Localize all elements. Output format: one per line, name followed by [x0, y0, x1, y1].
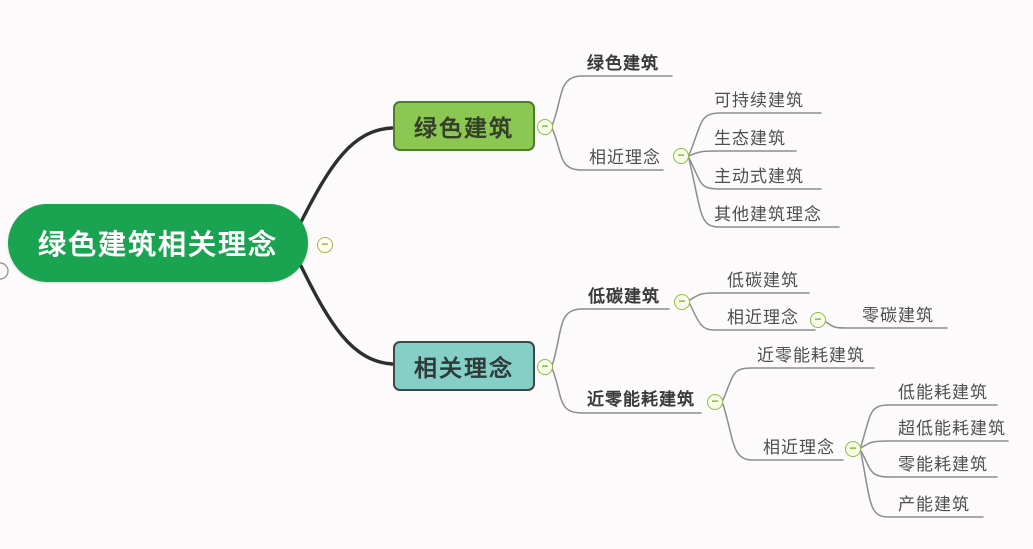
node-zero-carbon-building[interactable]: 零碳建筑	[862, 306, 934, 325]
node-sustainable-building[interactable]: 可持续建筑	[714, 91, 804, 110]
edge-low-carbon-def	[689, 292, 810, 301]
root-node[interactable]: 绿色建筑相关理念	[8, 204, 308, 282]
edge-low-carbon-similar	[689, 303, 816, 331]
edge-nz-similar-item-3	[860, 450, 998, 478]
node-zero-energy-building[interactable]: 零能耗建筑	[898, 455, 988, 474]
collapse-icon-related[interactable]: −	[537, 359, 553, 375]
node-near-zero-definition[interactable]: 近零能耗建筑	[757, 346, 865, 365]
node-other-building-concepts[interactable]: 其他建筑理念	[714, 205, 822, 224]
green-building-label: 绿色建筑	[414, 115, 514, 141]
root-edges	[299, 126, 394, 366]
node-low-energy-building[interactable]: 低能耗建筑	[898, 383, 988, 402]
edge-nz-similar-item-4	[860, 452, 984, 518]
edge-green-building-def	[551, 75, 673, 127]
node-near-zero-similar[interactable]: 相近理念	[763, 438, 835, 457]
edge-nz-similar-item-1	[860, 404, 998, 447]
node-near-zero-energy-building[interactable]: 近零能耗建筑	[587, 390, 695, 409]
node-green-building-definition[interactable]: 绿色建筑	[587, 54, 659, 73]
node-related-concepts[interactable]: 相关理念	[393, 341, 535, 391]
edge-root-to-green-building	[299, 126, 394, 224]
node-low-carbon-similar[interactable]: 相近理念	[727, 308, 799, 327]
edge-near-zero	[551, 367, 702, 414]
edge-near-zero-def	[722, 367, 875, 401]
root-label: 绿色建筑相关理念	[37, 229, 278, 260]
edge-similar-item-1	[688, 112, 822, 156]
edge-near-zero-similar	[722, 403, 844, 461]
related-concepts-label: 相关理念	[414, 355, 514, 381]
branch-edges	[551, 75, 1009, 518]
node-active-building[interactable]: 主动式建筑	[714, 167, 804, 186]
collapse-icon-low-carbon[interactable]: −	[674, 294, 690, 310]
edge-zero-carbon	[825, 321, 948, 329]
node-low-carbon-definition[interactable]: 低碳建筑	[727, 271, 799, 290]
collapse-icon-green-similar[interactable]: −	[673, 148, 689, 164]
collapse-icon-near-zero[interactable]: −	[707, 394, 723, 410]
collapse-icon-low-carbon-similar[interactable]: −	[810, 312, 826, 328]
node-green-similar-concepts[interactable]: 相近理念	[589, 148, 661, 167]
node-ultra-low-energy-building[interactable]: 超低能耗建筑	[898, 419, 1006, 438]
node-energy-producing-building[interactable]: 产能建筑	[898, 495, 970, 514]
node-low-carbon-building[interactable]: 低碳建筑	[588, 287, 660, 306]
collapse-icon-root[interactable]: −	[317, 237, 333, 253]
edge-similar-item-4	[688, 158, 840, 228]
edge-low-carbon	[551, 308, 670, 367]
edge-similar-item-3	[688, 157, 822, 190]
node-green-building[interactable]: 绿色建筑	[393, 101, 535, 151]
edge-nz-similar-item-2	[860, 440, 1009, 449]
edge-root-to-related	[299, 264, 394, 366]
collapse-icon-near-zero-similar[interactable]: −	[845, 441, 861, 457]
edge-similar-item-2	[688, 150, 797, 157]
node-ecological-building[interactable]: 生态建筑	[714, 129, 786, 148]
collapse-icon-green-building[interactable]: −	[537, 119, 553, 135]
edge-green-similar	[551, 127, 664, 171]
clipped-circle-decoration	[0, 262, 9, 280]
